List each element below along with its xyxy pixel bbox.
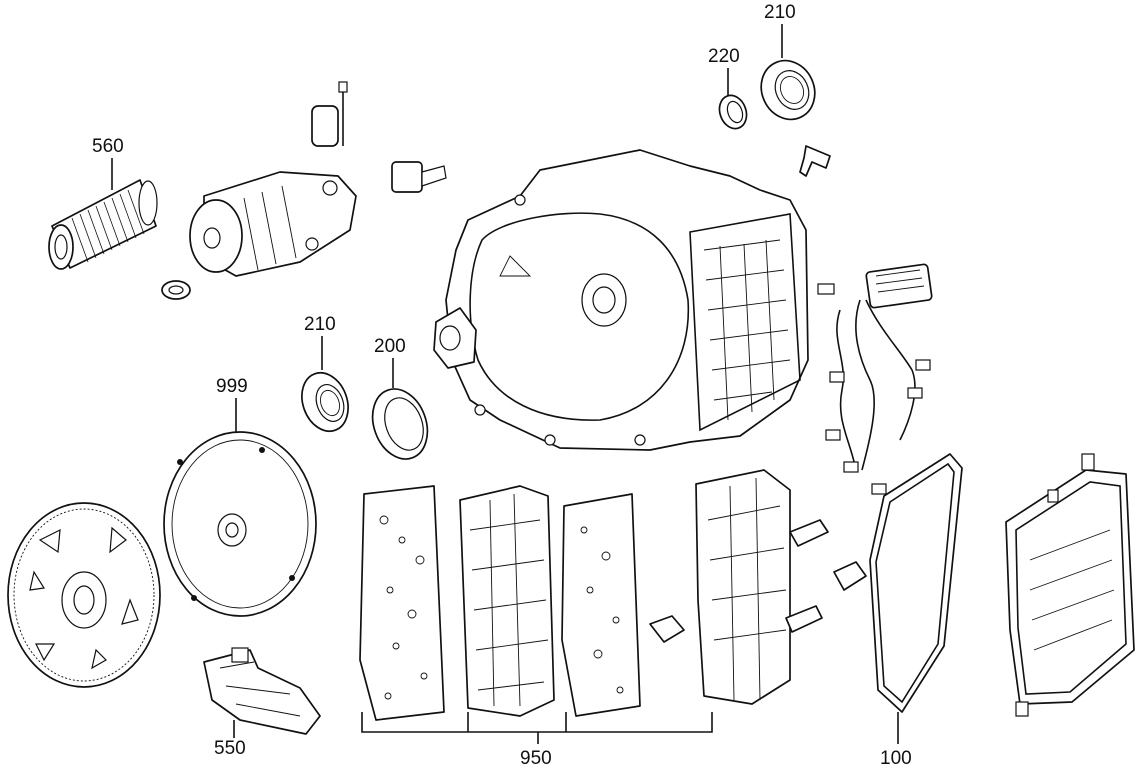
- leader-lines: [111, 24, 899, 744]
- callout-210-mid: 210: [304, 314, 336, 335]
- wiring-harness: [817, 263, 933, 495]
- part-210-seal-upper: [760, 59, 816, 121]
- callout-200: 200: [374, 336, 406, 357]
- callout-220: 220: [708, 46, 740, 67]
- sensor-small: [799, 145, 831, 177]
- part-999-torque-converter: [163, 431, 317, 617]
- flexplate: [7, 502, 161, 688]
- pump-assembly: [161, 81, 447, 300]
- part-100-pan-gasket: [869, 453, 963, 713]
- transmission-housing: [433, 149, 809, 451]
- callout-labels: 560 220 210 210 200 999 550 950 100: [92, 2, 912, 769]
- callout-100: 100: [880, 748, 912, 769]
- part-550-strainer: [203, 647, 321, 735]
- callout-210-top: 210: [764, 2, 796, 23]
- part-220-ring: [718, 94, 748, 130]
- callout-999: 999: [216, 376, 248, 397]
- oil-pan: [1005, 453, 1135, 717]
- callout-560: 560: [92, 136, 124, 157]
- callout-950: 950: [520, 748, 552, 769]
- part-560-filter: [48, 179, 158, 270]
- part-200-gasket-ring: [371, 388, 429, 460]
- part-950-valve-body-group: [359, 469, 867, 733]
- callout-550: 550: [214, 738, 246, 759]
- part-210-seal-mid: [301, 371, 349, 433]
